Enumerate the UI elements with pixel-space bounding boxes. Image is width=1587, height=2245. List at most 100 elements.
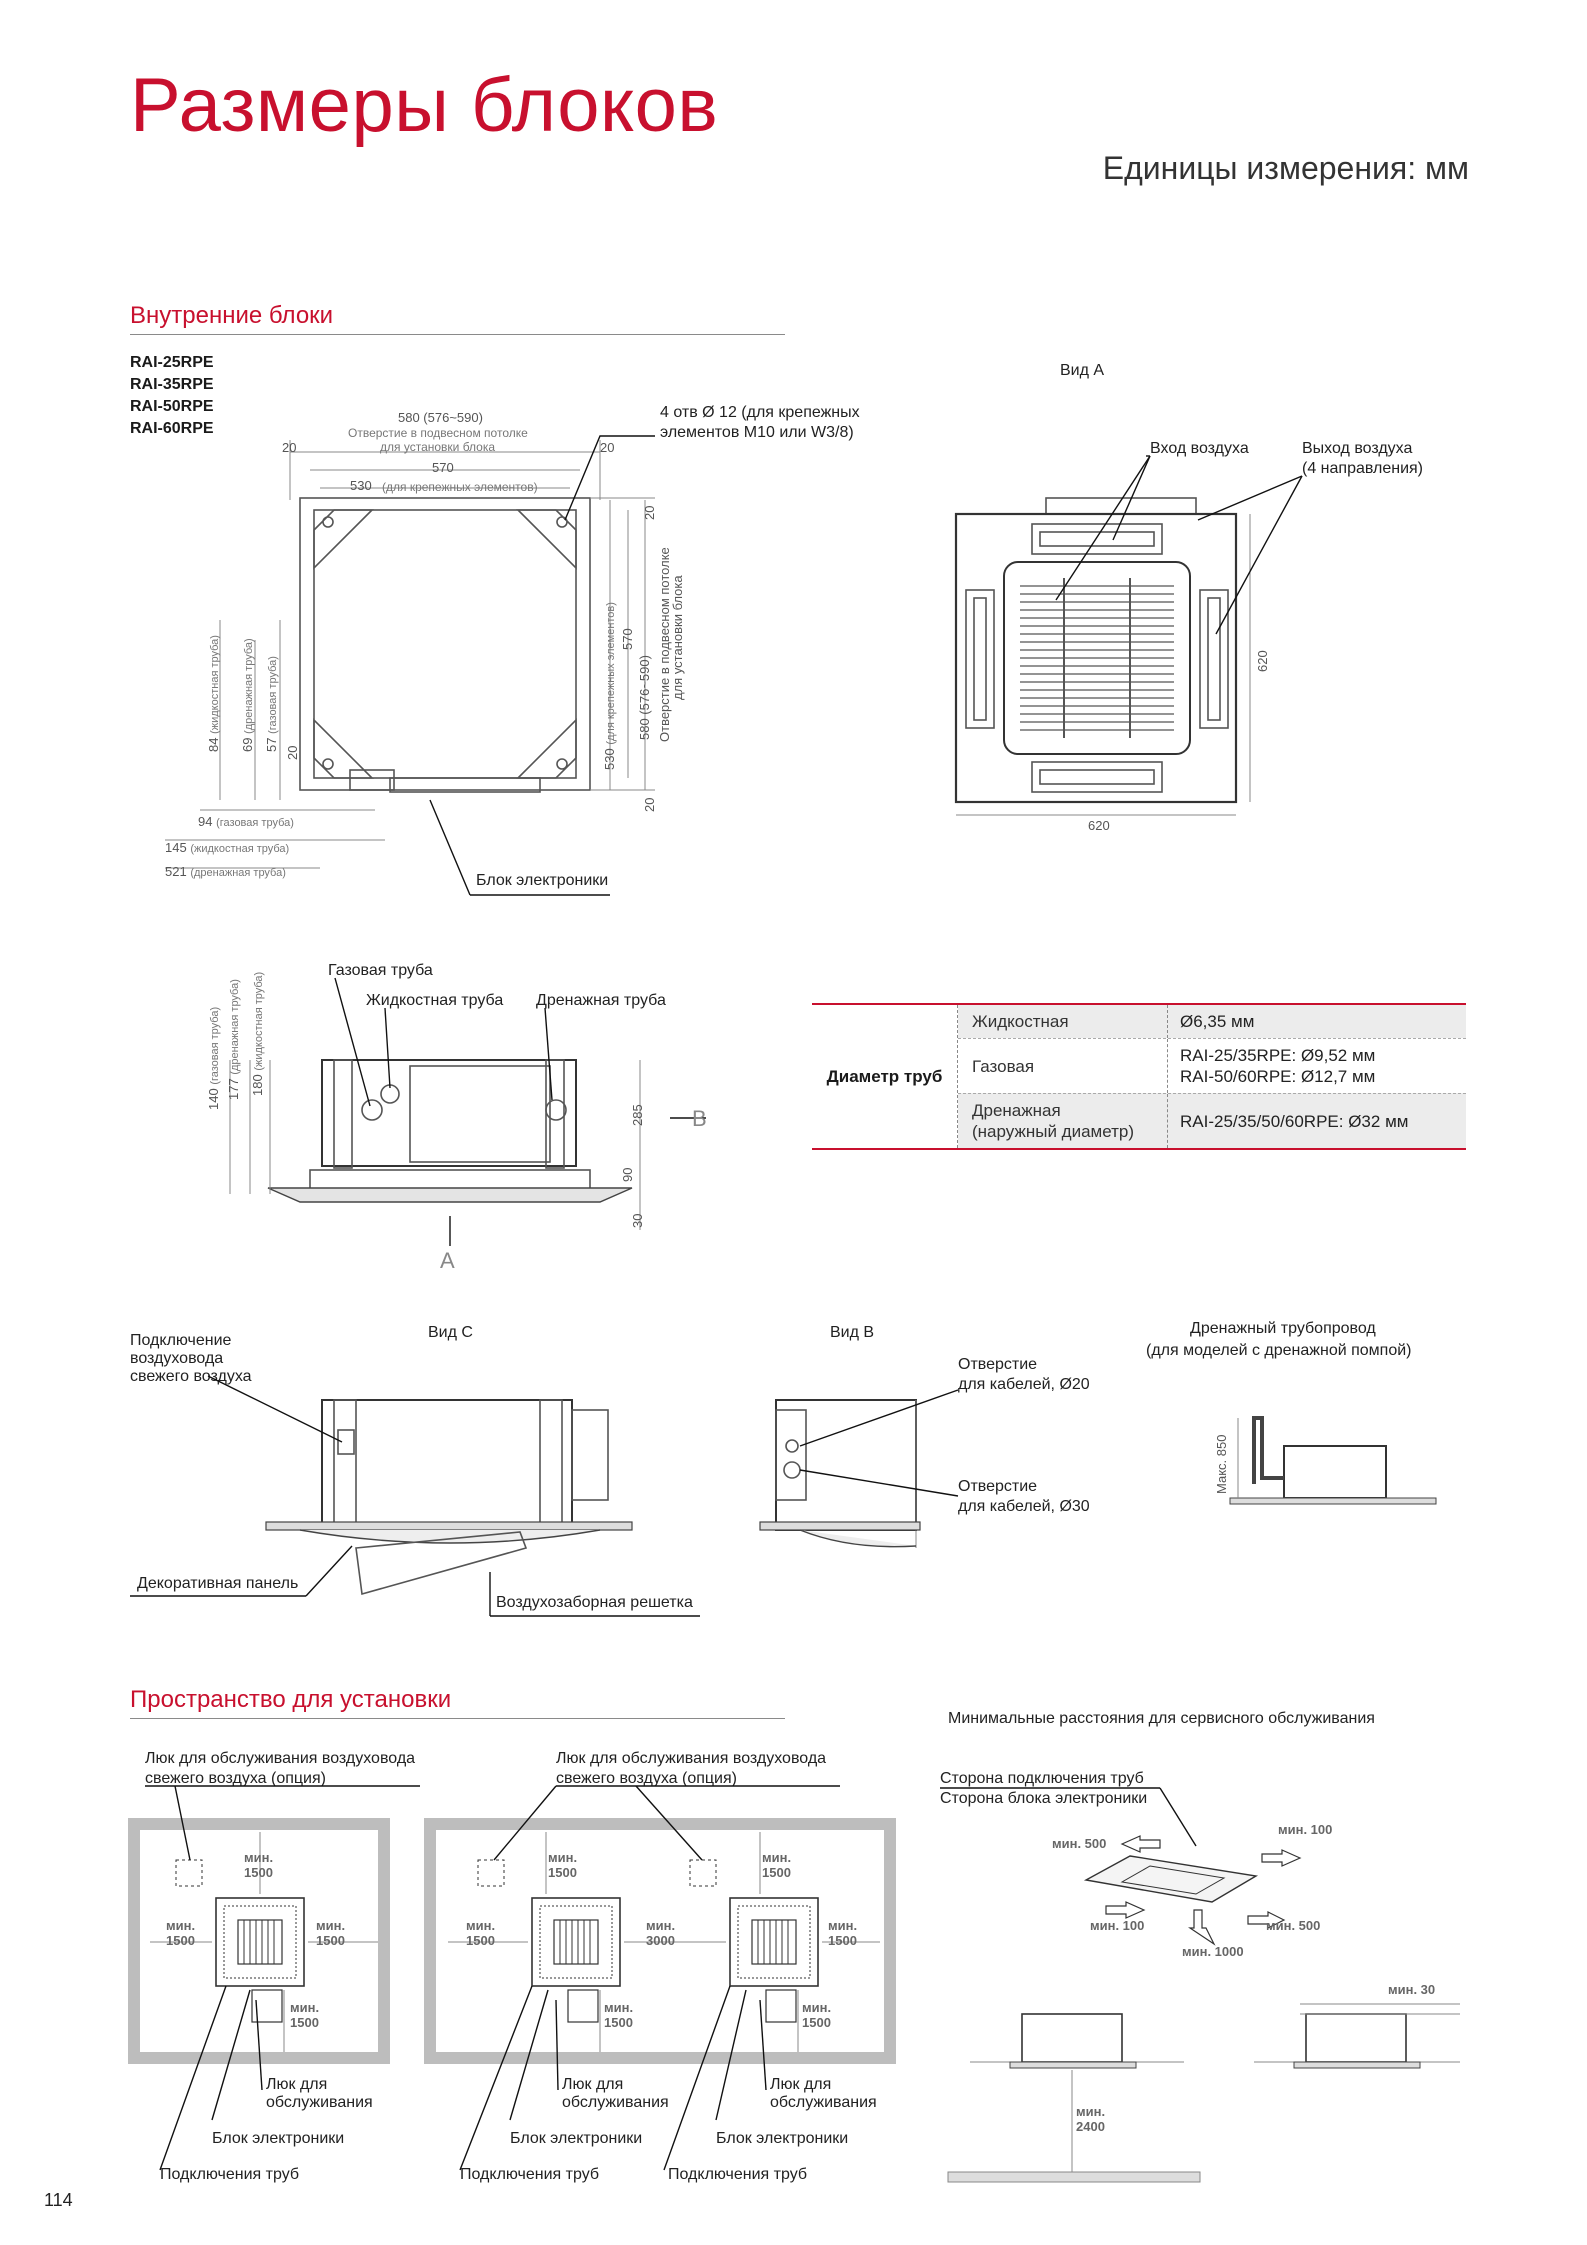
hatch-label: Люк для обслуживания воздуховода xyxy=(145,1750,416,1767)
hatch-label: свежего воздуха (опция) xyxy=(556,1770,737,1787)
dim-521: 521 (дренажная труба) xyxy=(165,864,286,879)
electronics-label: Блок электроники xyxy=(476,872,609,889)
install-panel-double xyxy=(424,1818,896,2064)
fresh-air-label: Подключение xyxy=(130,1332,232,1349)
dim-580-note: Отверстие в подвесном потолке xyxy=(348,426,528,440)
dim-20-left: 20 xyxy=(282,440,297,455)
service-title: Минимальные расстояния для сервисного об… xyxy=(948,1710,1375,1727)
hole20-label: для кабелей, Ø20 xyxy=(958,1376,1090,1393)
electronics-label: Блок электроники xyxy=(716,2130,849,2147)
model-item: RAI-25RPE xyxy=(130,354,214,371)
dim-145: 145 (жидкостная труба) xyxy=(165,840,290,855)
view-b-title: Вид B xyxy=(830,1324,875,1341)
model-list: RAI-25RPE RAI-35RPE RAI-50RPE RAI-60RPE xyxy=(130,352,214,440)
hole30-label: Отверстие xyxy=(958,1478,1038,1495)
min-100-label: мин. 100 xyxy=(1278,1822,1333,1837)
min-label: мин.1500 xyxy=(244,1850,274,1880)
service-hatch-label: обслуживания xyxy=(770,2094,877,2111)
min-label: мин.1500 xyxy=(166,1918,196,1948)
gas-pipe-label: Газовая труба xyxy=(328,962,433,979)
table-row: Газовая RAI-25/35RPE: Ø9,52 мм RAI-50/60… xyxy=(958,1038,1466,1093)
hatch-label: Люк для обслуживания воздуховода xyxy=(556,1750,827,1767)
min-label: мин.1500 xyxy=(828,1918,858,1948)
pipes-label: Подключения труб xyxy=(668,2166,808,2183)
table-row: Дренажная (наружный диаметр) RAI-25/35/5… xyxy=(958,1093,1466,1148)
model-item: RAI-35RPE xyxy=(130,376,214,393)
view-a-title: Вид A xyxy=(1060,362,1105,379)
min-label: мин.3000 xyxy=(646,1918,676,1948)
intake-grille-label: Воздухозаборная решетка xyxy=(496,1594,693,1611)
service-hatch-label: обслуживания xyxy=(562,2094,669,2111)
dim-20-right: 20 xyxy=(600,440,615,455)
model-item: RAI-60RPE xyxy=(130,420,214,437)
section-install-title: Пространство для установки xyxy=(130,1686,452,1713)
page-number: 114 xyxy=(44,2190,73,2210)
section-indoor-title: Внутренние блоки xyxy=(130,302,334,329)
dim-530: 530 xyxy=(350,478,372,493)
min-500-label: мин. 500 xyxy=(1266,1918,1321,1933)
fresh-air-label: воздуховода xyxy=(130,1350,224,1367)
section-install-rule xyxy=(130,1718,785,1719)
service-hatch-label: Люк для xyxy=(562,2076,624,2093)
fresh-air-label: свежего воздуха xyxy=(130,1368,252,1385)
air-in-label: Вход воздуха xyxy=(1150,440,1249,457)
min-label: мин.1500 xyxy=(316,1918,346,1948)
min-label: мин.1500 xyxy=(802,2000,832,2030)
hole30-label: для кабелей, Ø30 xyxy=(958,1498,1090,1515)
dim-580: 580 (576~590) xyxy=(398,410,483,425)
min-label: мин.1500 xyxy=(604,2000,634,2030)
min-label: мин.1500 xyxy=(548,1850,578,1880)
dim-580-note: для установки блока xyxy=(380,440,496,454)
pipes-label: Подключения труб xyxy=(160,2166,300,2183)
dim-530-note: (для крепежных элементов) xyxy=(382,480,538,494)
air-out-label: (4 направления) xyxy=(1302,460,1423,477)
drain-title: Дренажный трубопровод xyxy=(1190,1320,1376,1337)
pipe-table-group: Диаметр труб xyxy=(812,1005,958,1148)
electronics-label: Блок электроники xyxy=(510,2130,643,2147)
hole20-label: Отверстие xyxy=(958,1356,1038,1373)
min-100-label: мин. 100 xyxy=(1090,1918,1145,1933)
electronics-label: Блок электроники xyxy=(212,2130,345,2147)
page-title: Размеры блоков xyxy=(130,63,719,148)
holes-label: элементов M10 или W3/8) xyxy=(660,424,854,441)
min-label: мин.1500 xyxy=(466,1918,496,1948)
service-hatch-label: обслуживания xyxy=(266,2094,373,2111)
dim-570: 570 xyxy=(432,460,454,475)
elec-side-label: Сторона блока электроники xyxy=(940,1790,1148,1807)
view-a-dim-620: 620 xyxy=(1088,818,1110,833)
view-c-title: Вид C xyxy=(428,1324,473,1341)
min-30-label: мин. 30 xyxy=(1388,1982,1436,1997)
min-label: мин.1500 xyxy=(290,2000,320,2030)
min-label: мин.1500 xyxy=(762,1850,792,1880)
service-hatch-label: Люк для xyxy=(770,2076,832,2093)
drain-pipe-label: Дренажная труба xyxy=(536,992,666,1009)
drain-title: (для моделей с дренажной помпой) xyxy=(1146,1342,1412,1359)
section-indoor-rule xyxy=(130,334,785,335)
air-out-label: Выход воздуха xyxy=(1302,440,1413,457)
arrow-b-label: B xyxy=(692,1106,707,1131)
table-row: Жидкостная Ø6,35 мм xyxy=(958,1005,1466,1038)
liquid-pipe-label: Жидкостная труба xyxy=(366,992,504,1009)
holes-label: 4 отв Ø 12 (для крепежных xyxy=(660,404,860,421)
units-label: Единицы измерения: мм xyxy=(1102,150,1469,186)
hatch-label: свежего воздуха (опция) xyxy=(145,1770,326,1787)
pipes-label: Подключения труб xyxy=(460,2166,600,2183)
arrow-a-label: A xyxy=(440,1248,455,1273)
min-2400-label: мин.2400 xyxy=(1076,2104,1106,2134)
pipe-diameter-table: Диаметр труб Жидкостная Ø6,35 мм Газовая… xyxy=(812,1003,1466,1150)
pipe-side-label: Сторона подключения труб xyxy=(940,1770,1144,1787)
deco-panel-label: Декоративная панель xyxy=(137,1575,299,1592)
min-1000-label: мин. 1000 xyxy=(1182,1944,1244,1959)
dim-94: 94 (газовая труба) xyxy=(198,814,294,829)
model-item: RAI-50RPE xyxy=(130,398,214,415)
min-500-label: мин. 500 xyxy=(1052,1836,1107,1851)
service-hatch-label: Люк для xyxy=(266,2076,328,2093)
